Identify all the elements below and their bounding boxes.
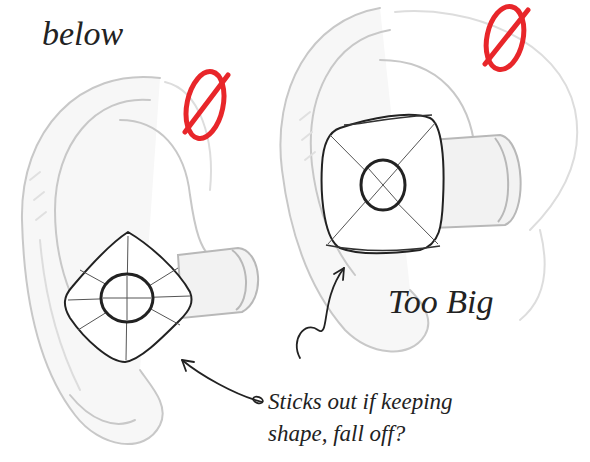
prohibition-mark xyxy=(481,3,530,73)
prohibition-mark xyxy=(180,68,229,142)
right-earbud xyxy=(322,115,444,254)
leader-arrow xyxy=(182,360,264,405)
handwritten-note: Too Big xyxy=(388,282,568,322)
handwritten-note: below xyxy=(42,14,182,54)
leader-arrow xyxy=(297,268,344,358)
handwritten-note: Sticks out if keeping shape, fall off? xyxy=(268,386,500,450)
left-earbud xyxy=(65,232,192,362)
right-ear xyxy=(280,8,577,351)
